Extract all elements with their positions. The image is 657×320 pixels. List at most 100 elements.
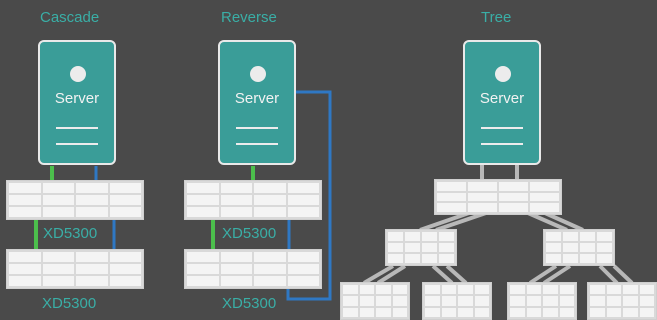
switch-port [639, 296, 654, 306]
switch-port [76, 207, 108, 217]
switch-port [220, 252, 252, 262]
switch-reverse-1 [184, 180, 322, 220]
switch-port [388, 232, 403, 241]
switch-port [439, 254, 454, 263]
title-reverse: Reverse [221, 9, 277, 26]
switch-port [439, 243, 454, 252]
switch-tree-root [434, 179, 562, 215]
switch-port [42, 276, 74, 286]
switch-port [254, 195, 286, 205]
switch-port [109, 252, 141, 262]
switch-port [530, 203, 559, 212]
switch-port [606, 296, 621, 306]
server-status-icon [70, 66, 86, 82]
switch-port [474, 285, 489, 295]
switch-port [422, 243, 437, 252]
switch-label-reverse-1: XD5300 [222, 225, 277, 242]
switch-port [623, 296, 638, 306]
switch-port [458, 296, 473, 306]
switch-port [405, 243, 420, 252]
switch-port [109, 207, 141, 217]
switch-port [376, 296, 391, 306]
switch-port [623, 285, 638, 295]
switch-port [499, 192, 528, 202]
switch-port [510, 296, 525, 306]
switch-port [220, 195, 252, 205]
switch-port [499, 182, 528, 191]
switch-port [287, 276, 319, 286]
switch-port [639, 285, 654, 295]
switch-label-reverse-2: XD5300 [222, 295, 277, 312]
switch-port [109, 276, 141, 286]
server-label: Server [54, 90, 100, 107]
title-tree: Tree [481, 9, 512, 26]
switch-port [597, 232, 612, 241]
switch-port [376, 307, 391, 317]
switch-tree-leaf-1 [340, 282, 410, 320]
switch-port [530, 192, 559, 202]
switch-port [392, 296, 407, 306]
switch-port [254, 252, 286, 262]
switch-port [42, 195, 74, 205]
switch-port [376, 285, 391, 295]
switch-port [220, 276, 252, 286]
switch-port [42, 252, 74, 262]
switch-port [359, 307, 374, 317]
switch-port [606, 307, 621, 317]
switch-port [392, 307, 407, 317]
switch-port [590, 296, 605, 306]
switch-port [9, 264, 41, 274]
link-reverse-loop-blue [286, 90, 332, 301]
server-cascade: Server [38, 40, 116, 165]
switch-port [76, 183, 108, 193]
switch-port [76, 252, 108, 262]
switch-port [254, 207, 286, 217]
switch-port [343, 296, 358, 306]
switch-port [499, 203, 528, 212]
switch-tree-leaf-3 [507, 282, 577, 320]
switch-reverse-2 [184, 249, 322, 289]
switch-port [405, 254, 420, 263]
switch-port [559, 296, 574, 306]
switch-port [543, 296, 558, 306]
switch-port [530, 182, 559, 191]
switch-port [9, 276, 41, 286]
switch-port [441, 307, 456, 317]
server-vent-line [481, 127, 523, 129]
server-vent-line [56, 143, 98, 145]
switch-port [458, 285, 473, 295]
switch-port [590, 285, 605, 295]
switch-port [546, 254, 561, 263]
switch-port [526, 296, 541, 306]
switch-label-cascade-2: XD5300 [42, 295, 97, 312]
server-vent-line [481, 143, 523, 145]
switch-port [563, 243, 578, 252]
switch-port [580, 243, 595, 252]
switch-port [254, 183, 286, 193]
title-cascade: Cascade [40, 9, 100, 26]
switch-port [220, 183, 252, 193]
switch-label-cascade-1: XD5300 [43, 225, 98, 242]
switch-port [474, 296, 489, 306]
server-vent-line [56, 127, 98, 129]
switch-port [422, 254, 437, 263]
switch-port [405, 232, 420, 241]
switch-tree-mid-left [385, 229, 457, 266]
switch-port [42, 207, 74, 217]
server-label: Server [234, 90, 280, 107]
switch-port [392, 285, 407, 295]
switch-port [425, 307, 440, 317]
switch-port [343, 307, 358, 317]
switch-port [639, 307, 654, 317]
switch-port [187, 264, 219, 274]
switch-port [109, 264, 141, 274]
switch-port [437, 192, 466, 202]
switch-port [254, 276, 286, 286]
switch-port [187, 195, 219, 205]
switch-port [388, 254, 403, 263]
switch-port [388, 243, 403, 252]
server-status-icon [495, 66, 511, 82]
switch-port [220, 207, 252, 217]
